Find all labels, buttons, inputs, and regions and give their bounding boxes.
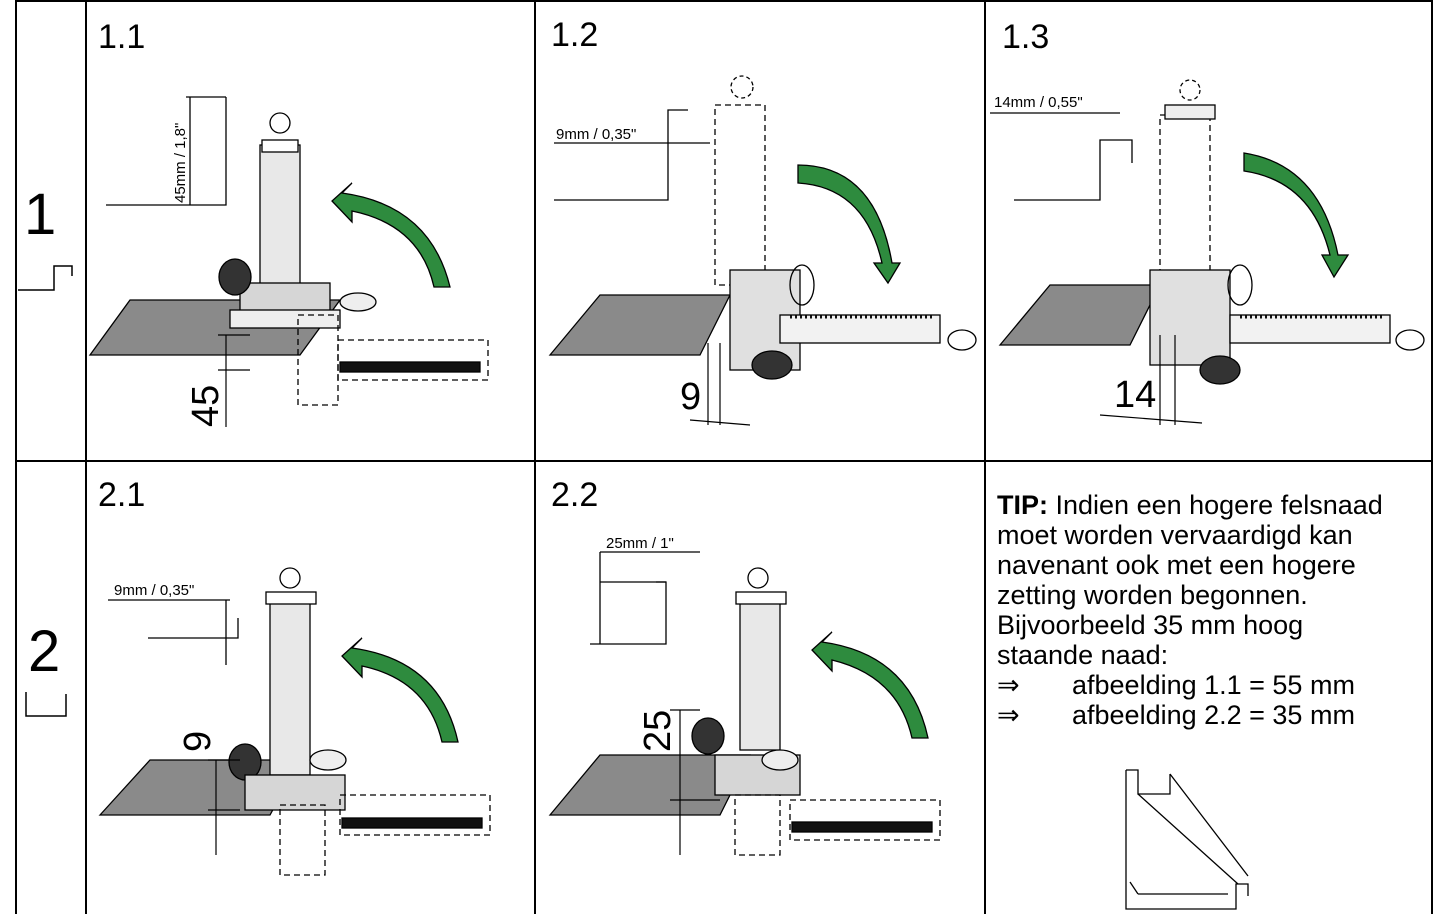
tip-list-item: ⇒ afbeelding 2.2 = 35 mm xyxy=(997,700,1427,730)
profile-sketch-2-1 xyxy=(108,599,239,665)
tip-heading: TIP: xyxy=(997,490,1048,520)
tip-line-1: TIP: Indien een hogere felsnaad xyxy=(997,490,1427,520)
tip-list-item-text: afbeelding 2.2 = 35 mm xyxy=(1072,700,1355,730)
measure-value-1-3: 14 xyxy=(1114,374,1156,416)
measure-value-1-1: 45 xyxy=(185,385,227,427)
folding-tool-1-2 xyxy=(548,75,977,380)
panel-2-2-illustration: 25mm / 1" 25 xyxy=(548,535,941,856)
panel-1-1-illustration: 45mm / 1,8" 45 xyxy=(88,96,489,427)
grid-line-left xyxy=(15,0,17,914)
rotation-arrow-1-3 xyxy=(1243,152,1350,279)
panel-label-2-1: 2.1 xyxy=(98,476,146,514)
tip-line-5: Bijvoorbeeld 35 mm hoog xyxy=(997,610,1304,640)
tip-line-1-text: Indien een hogere felsnaad xyxy=(1048,490,1383,520)
tip-line-4: zetting worden begonnen. xyxy=(997,580,1308,610)
rotation-arrow-2-1 xyxy=(341,637,459,743)
measure-marker-1-3 xyxy=(1099,335,1203,425)
panel-label-1-1: 1.1 xyxy=(98,18,146,56)
tip-line-6: staande naad: xyxy=(997,640,1169,670)
tip-list-item: ⇒ afbeelding 1.1 = 55 mm xyxy=(997,670,1427,700)
tip-line-2: moet worden vervaardigd kan xyxy=(997,520,1353,550)
measure-value-2-2: 25 xyxy=(637,710,679,752)
dimension-label-1-2: 9mm / 0,35" xyxy=(556,126,636,143)
measure-marker-2-1 xyxy=(208,759,240,855)
grid-line-middle xyxy=(15,460,1433,462)
implies-arrow-icon: ⇒ xyxy=(997,670,1020,700)
row-number-2: 2 xyxy=(28,619,61,684)
grid-line-col2 xyxy=(534,0,536,914)
standing-seam-profile-sketch xyxy=(1125,769,1249,910)
implies-arrow-icon: ⇒ xyxy=(997,700,1020,730)
tip-line-3: navenant ook met een hogere xyxy=(997,550,1356,580)
panel-1-2-illustration: 9mm / 0,35" 9 xyxy=(548,75,977,426)
tip-text-block: TIP: Indien een hogere felsnaad moet wor… xyxy=(997,490,1427,730)
panel-2-1-illustration: 9mm / 0,35" 9 xyxy=(98,567,491,876)
measure-marker-1-1 xyxy=(218,334,250,427)
profile-sketch-2-2 xyxy=(590,551,700,645)
panel-label-1-3: 1.3 xyxy=(1002,18,1050,56)
row-number-1: 1 xyxy=(24,182,57,247)
panel-1-3-illustration: 14mm / 0,55" 14 xyxy=(990,79,1425,425)
profile-sketch-1-2 xyxy=(554,109,710,201)
panel-label-2-2: 2.2 xyxy=(551,476,599,514)
dimension-label-1-1: 45mm / 1,8" xyxy=(172,123,189,203)
rotation-arrow-2-2 xyxy=(811,631,929,739)
tip-list-item-text: afbeelding 1.1 = 55 mm xyxy=(1072,670,1355,700)
measure-value-1-2: 9 xyxy=(680,376,701,418)
folding-tool-2-2 xyxy=(548,567,941,856)
dimension-label-2-2: 25mm / 1" xyxy=(606,535,674,552)
grid-line-col1 xyxy=(85,0,87,914)
grid-line-top xyxy=(15,0,1433,2)
folding-tool-2-1 xyxy=(98,567,491,876)
profile-icon-row1 xyxy=(18,265,73,291)
folding-tool-1-1 xyxy=(88,112,489,406)
measure-marker-2-2 xyxy=(670,709,720,855)
grid-line-col3 xyxy=(984,0,986,914)
grid-line-right xyxy=(1431,0,1433,914)
profile-icon-row2 xyxy=(25,692,67,717)
measure-marker-1-2 xyxy=(689,343,751,426)
dimension-label-2-1: 9mm / 0,35" xyxy=(114,582,194,599)
rotation-arrow-1-1 xyxy=(331,182,451,288)
folding-tool-1-3 xyxy=(998,79,1425,385)
panel-label-1-2: 1.2 xyxy=(551,16,599,54)
dimension-label-1-3: 14mm / 0,55" xyxy=(994,94,1083,111)
measure-value-2-1: 9 xyxy=(177,731,219,752)
rotation-arrow-1-2 xyxy=(797,164,902,285)
profile-sketch-1-3 xyxy=(990,112,1133,201)
profile-sketch-1-1 xyxy=(106,96,227,206)
